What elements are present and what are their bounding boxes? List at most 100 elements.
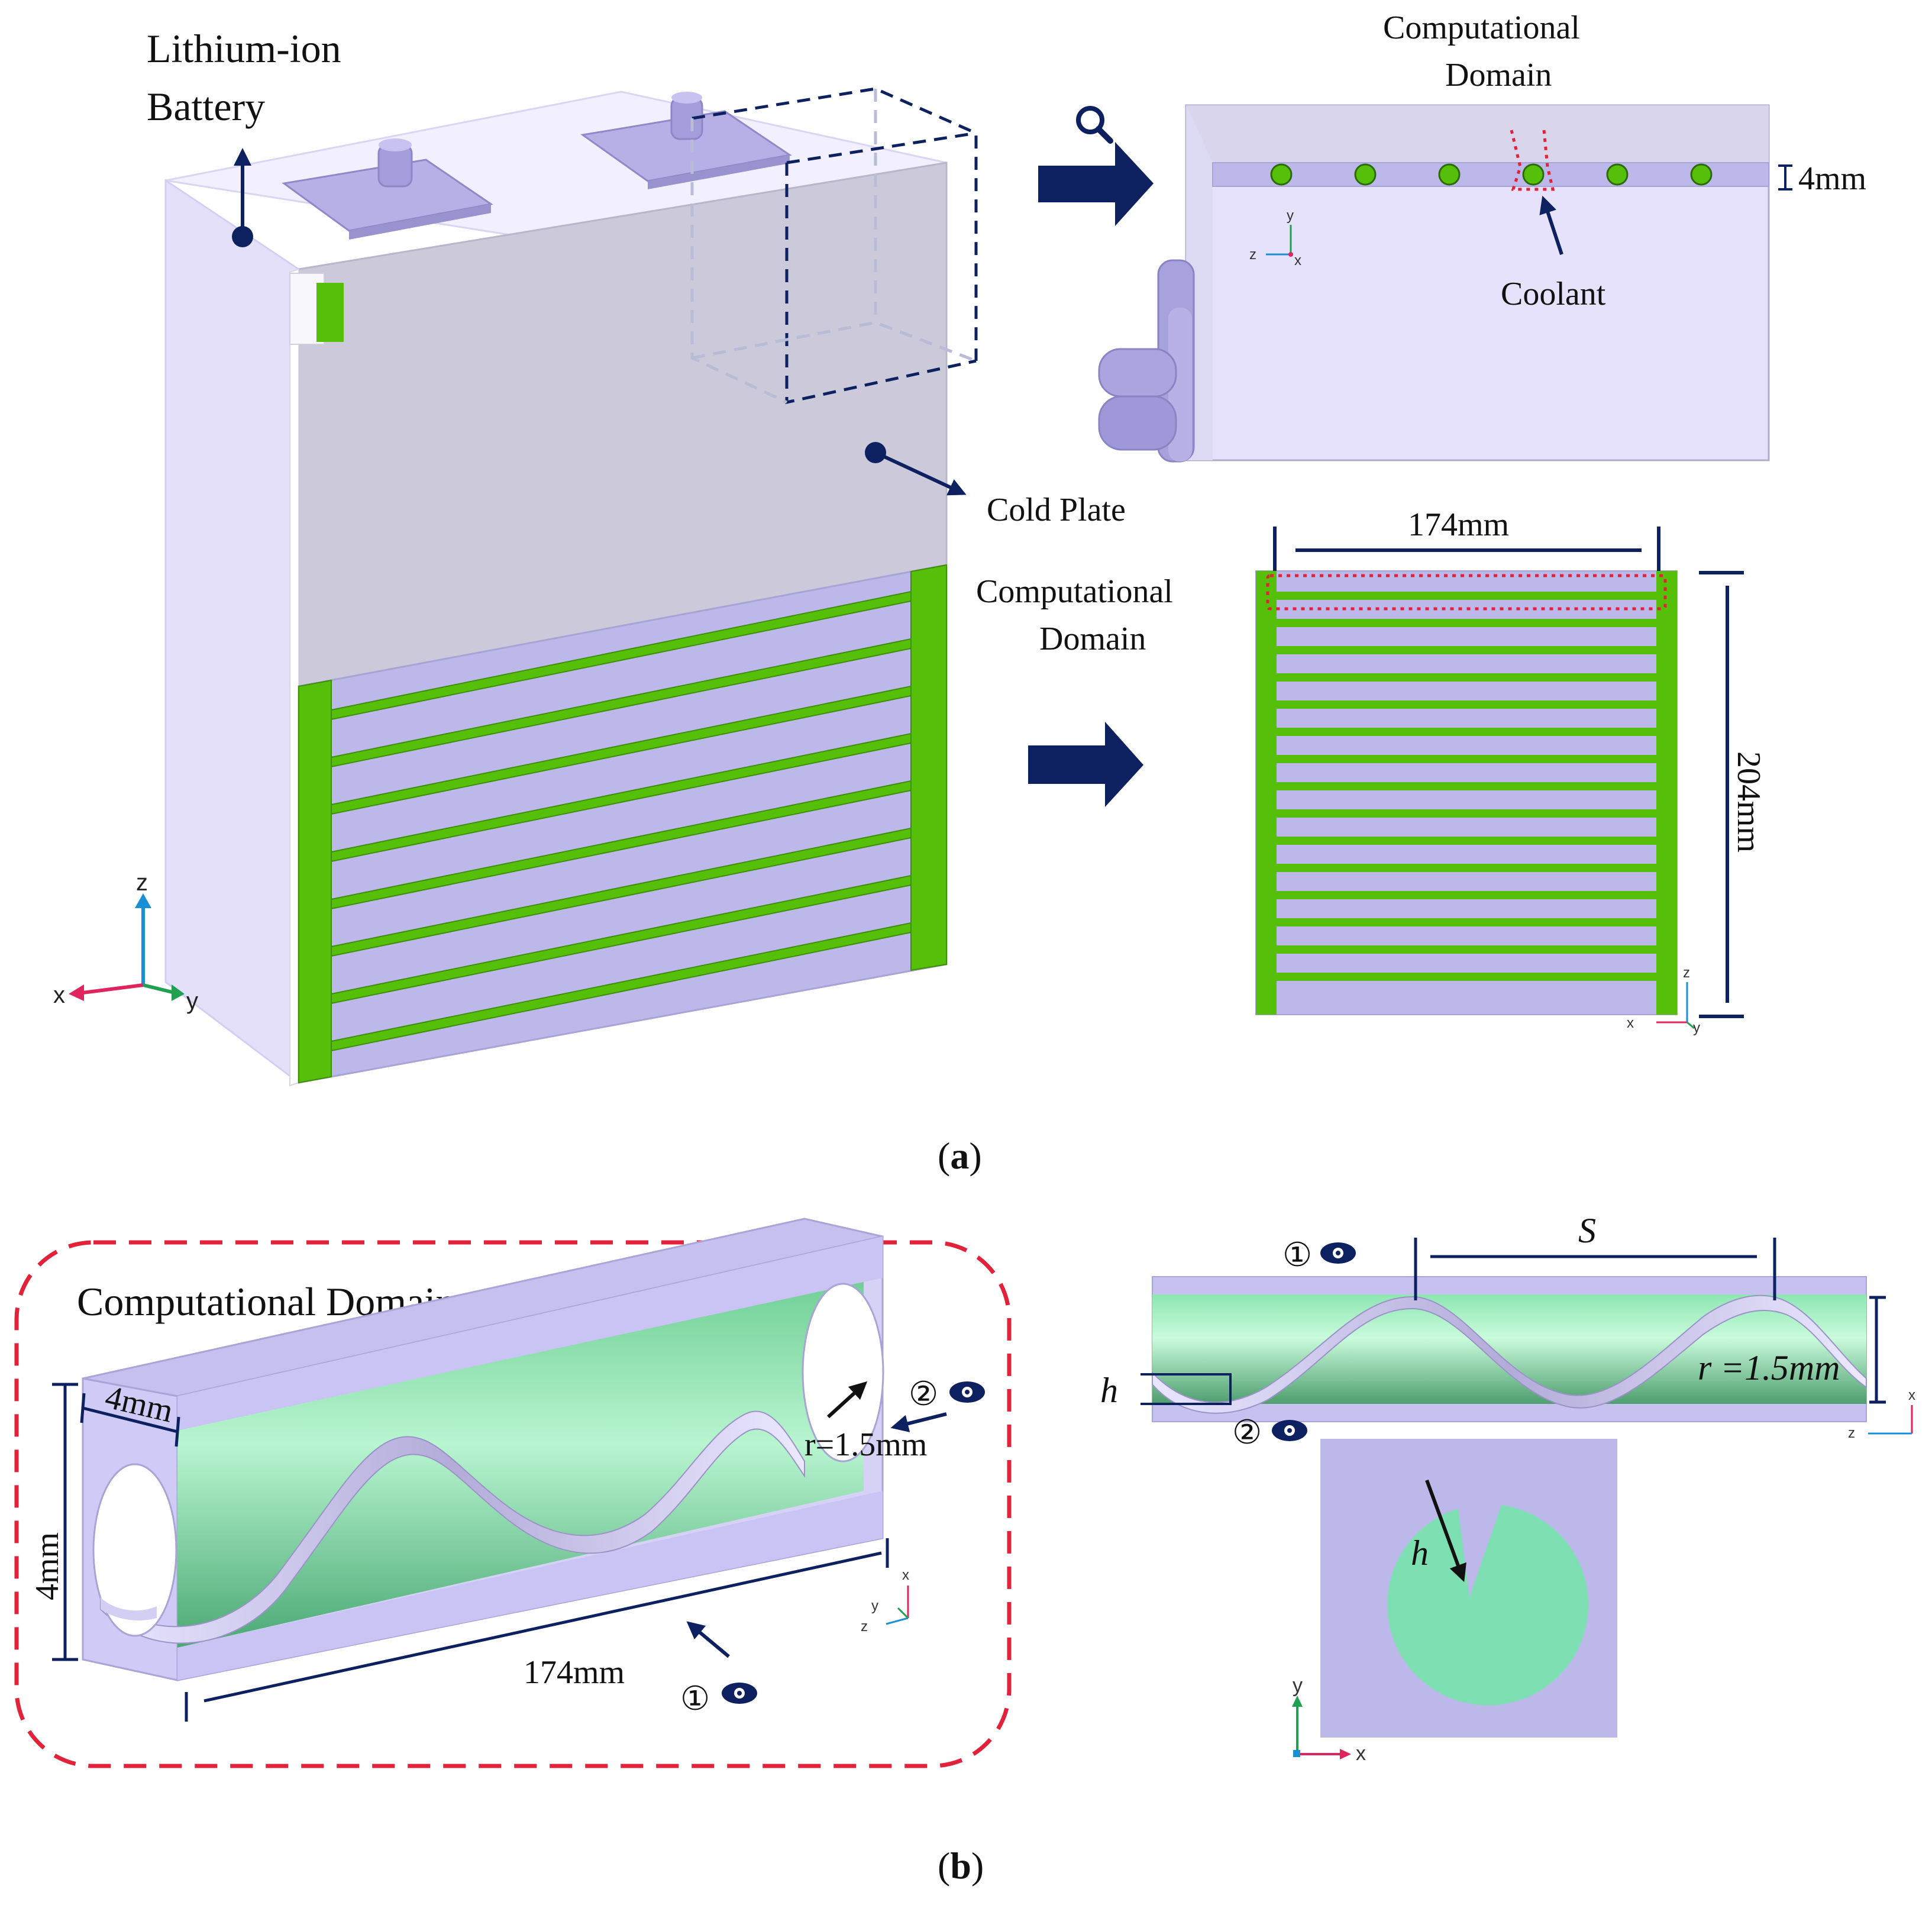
- duct-twisted-tape: [100, 1410, 805, 1644]
- end-view: y x: [1292, 1439, 1617, 1765]
- axis-front-z: z: [1683, 965, 1690, 981]
- domain-3d-duct: [82, 1218, 884, 1681]
- axis-side-z: z: [1848, 1425, 1855, 1441]
- zoom-domain-title-line1: Computational: [1383, 9, 1580, 46]
- domain-dims: [52, 1383, 889, 1722]
- cold-plate-corner-channel: [316, 283, 344, 342]
- coolant-hole: [1690, 163, 1713, 186]
- axis-zoom-y: y: [1287, 208, 1294, 224]
- front-channel: [1277, 673, 1656, 682]
- front-channels: [1277, 592, 1656, 981]
- front-channel: [1277, 918, 1656, 926]
- duct-right-opening: [802, 1283, 884, 1462]
- duct-left-opening: [92, 1463, 177, 1637]
- domain-height-label: 4mm: [29, 1532, 66, 1600]
- coolant-label: Coolant: [1501, 276, 1606, 312]
- domain-length-label: 174mm: [524, 1654, 625, 1691]
- iso-channel: [331, 780, 912, 910]
- battery-side-face: [164, 179, 300, 1085]
- cold-plate-pointer: [865, 442, 967, 496]
- axis-domain-z: z: [861, 1619, 868, 1635]
- coolant-hole: [1354, 163, 1377, 186]
- view2-marker-domain: ②: [909, 1376, 938, 1413]
- caption-a: (a): [938, 1135, 982, 1177]
- front-channel: [1277, 700, 1656, 709]
- front-domain-title-line1: Computational: [976, 573, 1173, 610]
- front-height-label: 204mm: [1730, 751, 1767, 853]
- front-channel: [1277, 891, 1656, 899]
- arrow-to-zoom: [1038, 142, 1154, 226]
- battery-terminal-left: [282, 138, 493, 240]
- front-channel: [1277, 755, 1656, 763]
- iso-channel: [331, 732, 912, 863]
- dim-pitch-S: [1414, 1238, 1776, 1300]
- dim-h-side: [1141, 1373, 1232, 1405]
- axis-main-z: z: [136, 870, 148, 896]
- view1-marker-domain: ①: [680, 1681, 710, 1717]
- front-channel: [1277, 646, 1656, 654]
- view2-end-indicator: ②: [1232, 1415, 1307, 1451]
- battery-label-line2: Battery: [147, 84, 265, 129]
- front-channel: [1277, 864, 1656, 872]
- axis-domain-y: y: [871, 1598, 878, 1614]
- dim-204mm-front: [1699, 571, 1744, 1018]
- dim-r-side: [1869, 1296, 1886, 1404]
- cold-plate-edge: [289, 268, 299, 1087]
- axis-triad-zoom: y z x: [1249, 208, 1301, 269]
- side-twisted-tape: [1152, 1294, 1867, 1414]
- channel-right-rail: [910, 564, 947, 971]
- side-pitch-label: S: [1578, 1211, 1596, 1250]
- dim-174mm-front: [1273, 527, 1660, 571]
- eye-icon: [949, 1381, 985, 1403]
- zoom-view: y z x: [1098, 104, 1792, 463]
- front-channel: [1277, 945, 1656, 954]
- dim-channel-height-label: 4mm: [1798, 160, 1866, 197]
- radius-arrow: [826, 1381, 868, 1419]
- view2-marker-end: ②: [1232, 1415, 1262, 1451]
- coolant-hole: [1270, 163, 1293, 186]
- front-channel: [1277, 973, 1656, 981]
- zoom-domain-title-line2: Domain: [1445, 57, 1552, 93]
- coolant-pointer: [1539, 195, 1563, 255]
- coolant-hole: [1522, 163, 1545, 186]
- front-channel: [1277, 592, 1656, 600]
- cold-plate-label: Cold Plate: [987, 492, 1126, 528]
- axis-triad-domain: x y z: [861, 1567, 909, 1635]
- battery-pointer: [232, 148, 253, 247]
- iso-channel: [331, 685, 912, 815]
- iso-channel: [331, 638, 912, 768]
- front-view: z x y: [1255, 527, 1744, 1036]
- terminal-stub: [1098, 259, 1195, 463]
- front-right-rail: [1656, 571, 1677, 1015]
- end-view-sector: [1387, 1505, 1589, 1706]
- channel-left-rail: [298, 679, 332, 1084]
- axis-triad-side: x z: [1848, 1387, 1915, 1441]
- axis-main-x: x: [53, 982, 65, 1008]
- eye-icon: [1320, 1242, 1356, 1264]
- side-h-label: h: [1100, 1371, 1118, 1410]
- zoom-region-box: [690, 87, 978, 405]
- axis-main-y: y: [186, 988, 198, 1014]
- axis-triad-main: z x y: [53, 870, 198, 1014]
- battery-label-line1: Lithium-ion: [147, 26, 341, 71]
- front-domain-title-line2: Domain: [1039, 621, 1146, 657]
- battery-3d-view: [164, 87, 978, 1087]
- axis-zoom-z: z: [1249, 247, 1256, 263]
- front-channel: [1277, 837, 1656, 845]
- end-h-arrow: [1425, 1479, 1466, 1583]
- front-channel: [1277, 728, 1656, 736]
- axis-domain-x: x: [902, 1567, 909, 1583]
- axis-triad-front: z x y: [1627, 965, 1700, 1036]
- axis-zoom-x: x: [1294, 253, 1301, 269]
- eye-icon: [722, 1683, 757, 1704]
- view1-side-indicator: ①: [1282, 1237, 1356, 1274]
- axis-side-x: x: [1908, 1387, 1915, 1403]
- iso-channels: [331, 590, 912, 1052]
- side-radius-label: r =1.5mm: [1698, 1348, 1840, 1387]
- dim-4mm-bracket: [1778, 164, 1792, 190]
- view1-indicator: ①: [680, 1621, 757, 1717]
- coolant-holes: [1270, 163, 1713, 186]
- domain-frame: [14, 1240, 1012, 1768]
- coolant-hole: [1606, 163, 1629, 186]
- axis-end-y: y: [1293, 1674, 1303, 1697]
